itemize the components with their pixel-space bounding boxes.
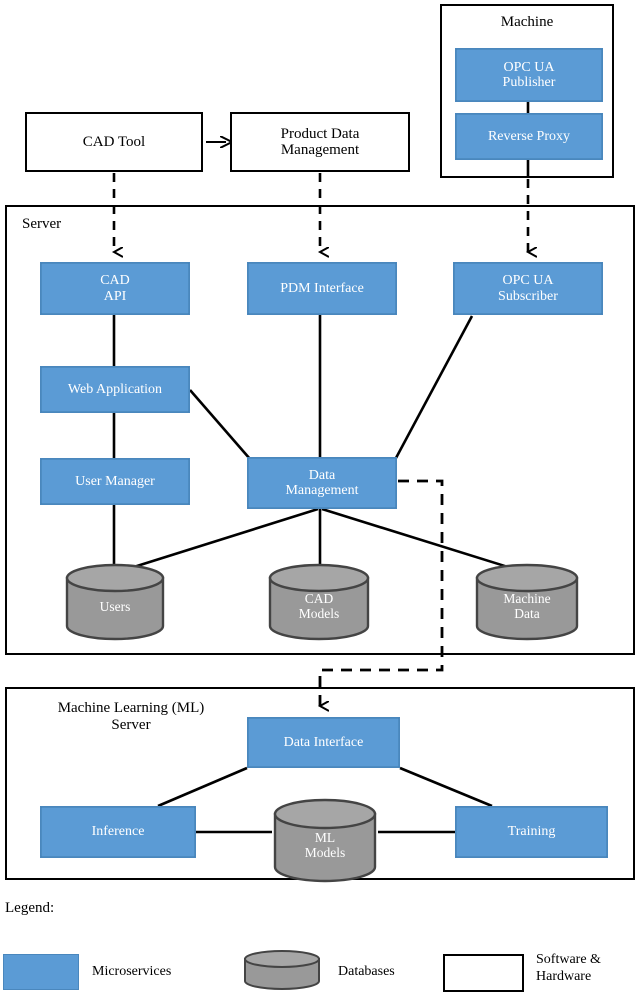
legend-sw-hw-line1: Software & bbox=[536, 952, 601, 967]
users-db-node[interactable]: Users bbox=[64, 562, 166, 642]
cad-api-node[interactable]: CAD API bbox=[40, 262, 190, 315]
legend-microservices-swatch bbox=[3, 954, 79, 990]
server-label: Server bbox=[22, 216, 62, 232]
cad-api-line2: API bbox=[103, 288, 127, 304]
users-db-label: Users bbox=[99, 598, 131, 614]
machine-data-db-line2: Data bbox=[514, 606, 540, 621]
ml-server-label: Machine Learning (ML) Server bbox=[16, 700, 246, 734]
cylinder-icon bbox=[273, 798, 377, 883]
legend-databases-label: Databases bbox=[338, 964, 395, 979]
pdm-label-line1: Product Data bbox=[280, 125, 360, 142]
data-management-node[interactable]: Data Management bbox=[247, 457, 397, 509]
machine-label: Machine bbox=[500, 14, 554, 30]
user-manager-node[interactable]: User Manager bbox=[40, 458, 190, 505]
training-node[interactable]: Training bbox=[455, 806, 608, 858]
machine-data-db-node[interactable]: Machine Data bbox=[474, 562, 580, 642]
ml-server-label-line2: Server bbox=[111, 716, 151, 733]
legend-software-hardware-swatch bbox=[443, 954, 524, 992]
pdm-label-line2: Management bbox=[280, 142, 360, 158]
data-management-line2: Management bbox=[285, 483, 359, 498]
product-data-management-node[interactable]: Product Data Management bbox=[230, 112, 410, 172]
ml-server-label-line1: Machine Learning (ML) bbox=[57, 700, 205, 716]
opc-ua-subscriber-line1: OPC UA bbox=[502, 273, 554, 289]
pdm-interface-label: PDM Interface bbox=[280, 280, 364, 296]
data-interface-node[interactable]: Data Interface bbox=[247, 717, 400, 768]
opc-ua-publisher-line2: Publisher bbox=[502, 75, 556, 90]
cad-models-db-node[interactable]: CAD Models bbox=[267, 562, 371, 642]
ml-models-db-line2: Models bbox=[304, 845, 346, 860]
opc-ua-subscriber-line2: Subscriber bbox=[498, 288, 558, 304]
opc-ua-publisher-node[interactable]: OPC UA Publisher bbox=[455, 48, 603, 102]
pdm-interface-node[interactable]: PDM Interface bbox=[247, 262, 397, 315]
reverse-proxy-label: Reverse Proxy bbox=[487, 128, 571, 144]
cad-tool-label: CAD Tool bbox=[82, 133, 146, 150]
user-manager-label: User Manager bbox=[75, 473, 155, 489]
web-application-node[interactable]: Web Application bbox=[40, 366, 190, 413]
web-application-label: Web Application bbox=[67, 381, 163, 397]
inference-node[interactable]: Inference bbox=[40, 806, 196, 858]
cad-models-db-line2: Models bbox=[298, 606, 340, 621]
ml-models-db-node[interactable]: ML Models bbox=[272, 797, 378, 885]
legend-software-hardware-label: Software & Hardware bbox=[536, 952, 601, 986]
cad-api-line1: CAD bbox=[100, 273, 130, 289]
legend-title: Legend: bbox=[5, 900, 55, 916]
inference-label: Inference bbox=[91, 824, 145, 840]
reverse-proxy-node[interactable]: Reverse Proxy bbox=[455, 113, 603, 160]
data-interface-label: Data Interface bbox=[283, 734, 364, 750]
legend: Legend: Microservices Databases Software… bbox=[0, 900, 640, 992]
cad-models-db-line1: CAD bbox=[304, 591, 334, 607]
legend-microservices-label: Microservices bbox=[92, 964, 172, 979]
opc-ua-publisher-line1: OPC UA bbox=[503, 59, 555, 75]
data-management-line1: Data bbox=[308, 467, 336, 483]
legend-sw-hw-line2: Hardware bbox=[536, 968, 592, 984]
machine-data-db-line1: Machine bbox=[503, 591, 551, 607]
training-label: Training bbox=[507, 824, 556, 840]
cad-tool-node[interactable]: CAD Tool bbox=[25, 112, 203, 172]
cylinder-icon bbox=[65, 563, 165, 641]
opc-ua-subscriber-node[interactable]: OPC UA Subscriber bbox=[453, 262, 603, 315]
legend-database-cylinder-icon bbox=[244, 950, 320, 990]
ml-models-db-line1: ML bbox=[314, 830, 336, 846]
